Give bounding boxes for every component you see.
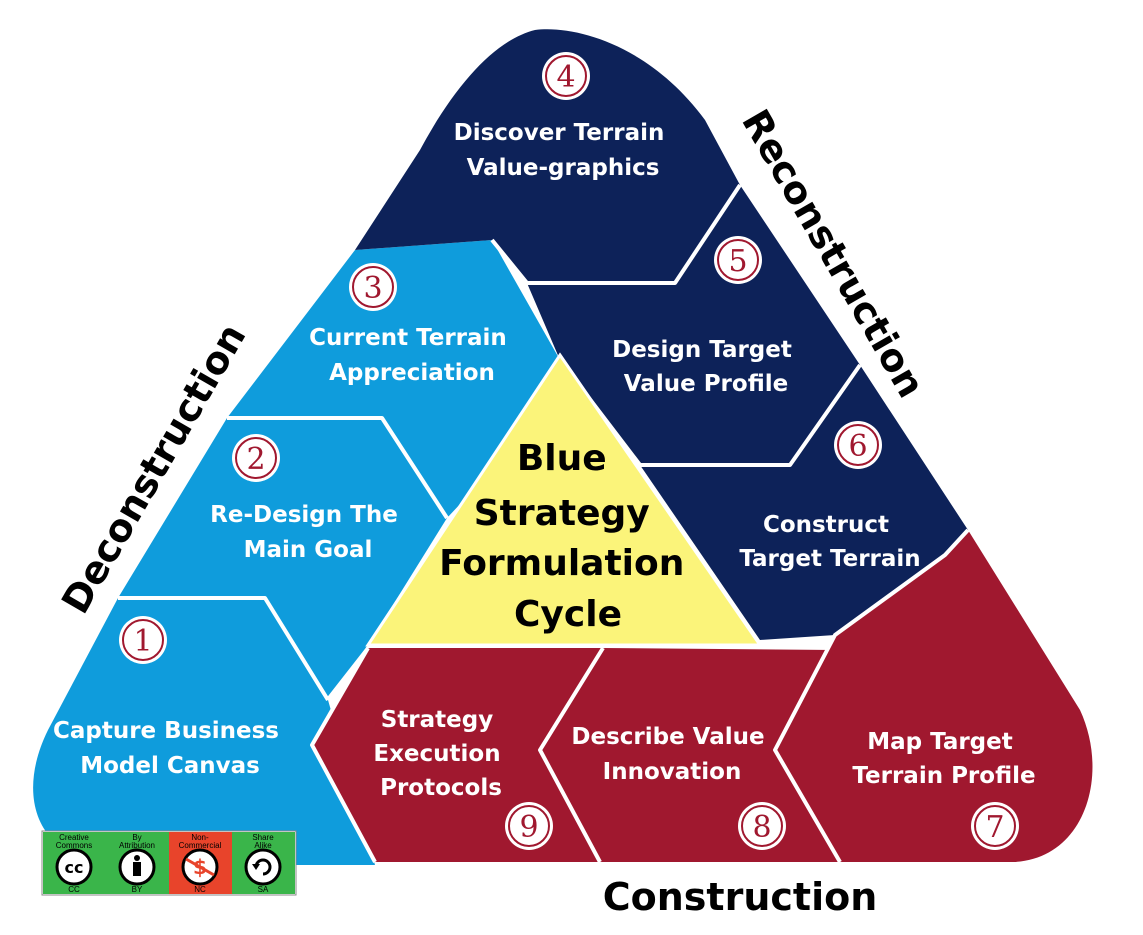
svg-text:7: 7 [985, 810, 1004, 845]
center-title-line-3: Formulation [439, 543, 684, 584]
svg-text:Share: Share [252, 833, 274, 842]
step-9-number-badge: 9 [505, 802, 553, 850]
step-2-number-badge: 2 [232, 434, 280, 482]
license-item-cc: Creative Commons cc CC [43, 832, 106, 894]
svg-text:Attribution: Attribution [119, 841, 155, 850]
center-title: Blue Strategy Formulation Cycle [439, 438, 697, 635]
svg-text:3: 3 [363, 271, 382, 306]
step-8-number-badge: 8 [738, 802, 786, 850]
step-2-label: Re-Design The Main Goal [210, 502, 406, 563]
step-5-number-badge: 5 [714, 236, 762, 284]
segment-step-5 [527, 185, 860, 465]
non-commercial-icon: $ [181, 848, 219, 886]
step-9-label: Strategy Execution Protocols [373, 707, 508, 801]
step-6-number-badge: 6 [834, 421, 882, 469]
svg-text:9: 9 [519, 810, 538, 845]
step-3-number-badge: 3 [349, 263, 397, 311]
svg-text:5: 5 [728, 244, 747, 279]
svg-text:4: 4 [556, 60, 575, 95]
step-3-label: Current Terrain Appreciation [309, 325, 515, 386]
segment-step-7 [775, 530, 1093, 862]
step-7-label: Map Target Terrain Profile [852, 729, 1035, 789]
svg-text:cc: cc [65, 858, 84, 877]
svg-text:8: 8 [752, 810, 771, 845]
step-6-label: Construct Target Terrain [739, 512, 920, 572]
center-title-line-2: Strategy [474, 493, 650, 534]
step-4-label: Discover Terrain Value-graphics [454, 120, 673, 181]
svg-text:CC: CC [68, 885, 80, 894]
svg-text:By: By [132, 833, 141, 842]
step-7-number-badge: 7 [971, 802, 1019, 850]
center-title-line-1: Blue [517, 438, 607, 479]
svg-text:Commercial: Commercial [179, 841, 222, 850]
svg-text:Creative: Creative [59, 833, 89, 842]
svg-text:Non-: Non- [191, 833, 209, 842]
step-8-label: Describe Value Innovation [571, 724, 772, 785]
license-item-share-alike: Share Alike SA [232, 832, 295, 894]
center-title-line-4: Cycle [514, 594, 622, 635]
license-item-attribution: By Attribution BY [106, 832, 169, 894]
svg-text:BY: BY [132, 885, 143, 894]
segment-step-1 [33, 598, 375, 865]
share-alike-icon [244, 848, 282, 886]
license-item-non-commercial: Non- Commercial $ NC [169, 832, 232, 894]
phase-label-construction: Construction [603, 875, 878, 919]
step-1-label: Capture Business Model Canvas [53, 718, 287, 779]
segment-step-2 [118, 418, 447, 700]
step-5-label: Design Target Value Profile [612, 337, 800, 397]
step-4-number-badge: 4 [542, 52, 590, 100]
svg-text:SA: SA [258, 885, 269, 894]
segment-step-4 [355, 29, 740, 283]
svg-text:Alike: Alike [254, 841, 272, 850]
segment-step-3 [227, 240, 560, 518]
cc-license-badge: Creative Commons cc CC By Attribution BY… [41, 830, 297, 896]
segment-step-6 [640, 365, 968, 640]
cc-icon: cc [55, 848, 93, 886]
center-triangle [365, 352, 763, 647]
svg-text:2: 2 [246, 442, 265, 477]
svg-text:Commons: Commons [56, 841, 92, 850]
svg-text:1: 1 [133, 624, 152, 659]
step-1-number-badge: 1 [119, 616, 167, 664]
svg-text:NC: NC [194, 885, 206, 894]
attribution-person-icon [118, 848, 156, 886]
svg-text:6: 6 [848, 429, 867, 464]
